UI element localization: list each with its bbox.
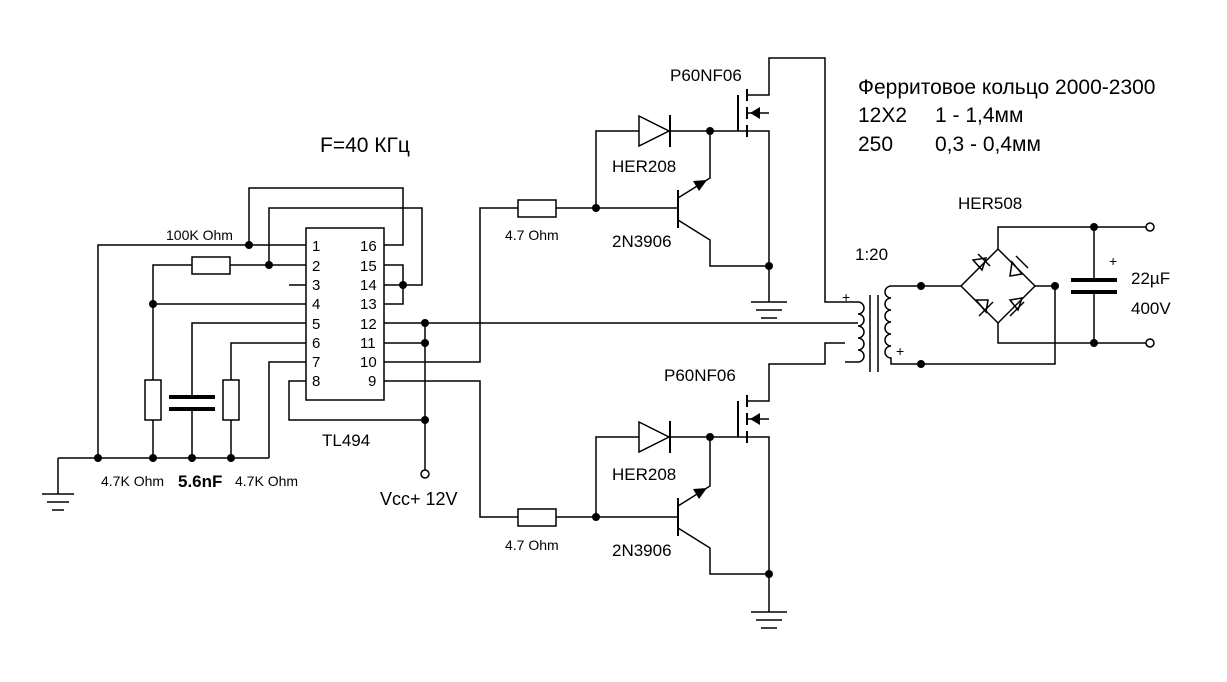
transformer: 1:20 + +: [824, 245, 921, 372]
ground-symbol-bottom: [751, 611, 787, 629]
output-terminal-positive: [1145, 222, 1155, 232]
capacitor-value-label: 22µF: [1131, 269, 1170, 288]
ic-pin-8: 8: [312, 373, 320, 390]
mosfet-p60nf06-top-label: P60NF06: [670, 66, 742, 85]
ic-pin-12: 12: [360, 316, 377, 333]
pnp-2n3906-bottom: [677, 437, 769, 575]
diode-her208-bottom: [638, 420, 671, 454]
winding-notes: Ферритовое кольцо 2000-2300 12Х2 1 - 1,4…: [858, 76, 1155, 156]
vcc-label: Vcc+ 12V: [380, 489, 458, 509]
pnp-2n3906-top: [677, 131, 769, 267]
resistor-gate-top-label: 4.7 Ohm: [505, 227, 559, 243]
lower-driver-stage: 4.7 Ohm HER208 2N3906 P60NF: [505, 342, 845, 629]
ic-pin-1: 1: [312, 238, 320, 255]
ic-pin-numbers-left: 1 2 3 4 5 6 7 8: [312, 238, 320, 390]
ic-pin-15: 15: [360, 258, 377, 275]
secondary-wire-note: 0,3 - 0,4мм: [935, 133, 1041, 156]
ground-symbol-left: [42, 493, 74, 511]
ic-pin-numbers-right: 16 15 14 13 12 11 10 9: [360, 238, 377, 390]
core-note: Ферритовое кольцо 2000-2300: [858, 76, 1155, 99]
ic-pin-11: 11: [360, 335, 376, 352]
secondary-turns-note: 250: [858, 133, 893, 156]
resistor-gate-bottom-label: 4.7 Ohm: [505, 537, 559, 553]
ic-left-network: 100K Ohm 4.7K Ohm 5.6nF 4.7K Ohm: [42, 187, 425, 511]
vcc-terminal: [420, 469, 430, 479]
bridge-diodes: [971, 253, 1029, 317]
primary-turns-note: 12Х2: [858, 104, 907, 127]
ic-pin-13: 13: [360, 296, 377, 313]
bridge-label: HER508: [958, 194, 1022, 213]
ic-pin-7: 7: [312, 354, 320, 371]
diode-her208-top-label: HER208: [612, 157, 676, 176]
resistor-4k7-left: [144, 379, 162, 421]
mosfet-p60nf06-top: [737, 57, 826, 302]
capacitor-voltage-label: 400V: [1131, 299, 1171, 318]
ic-name-label: TL494: [322, 431, 370, 450]
ground-symbol-top: [751, 301, 787, 319]
ic-pin-10: 10: [360, 354, 377, 371]
ic-pin-6: 6: [312, 335, 320, 352]
mosfet-p60nf06-bottom: [737, 342, 845, 612]
mosfet-p60nf06-bottom-label: P60NF06: [664, 366, 736, 385]
ic-pin-4: 4: [312, 296, 320, 313]
resistor-gate-bottom: [517, 508, 557, 527]
primary-wire-note: 1 - 1,4мм: [935, 104, 1023, 127]
resistor-4k7-right: [222, 379, 240, 421]
ic-pin-16: 16: [360, 238, 377, 255]
ic-pin-14: 14: [360, 277, 377, 294]
ic-pin-2: 2: [312, 258, 320, 275]
ic-pin-9: 9: [368, 373, 376, 390]
resistor-4k7-right-label: 4.7K Ohm: [235, 473, 298, 489]
output-capacitor: +: [1071, 223, 1117, 347]
ic-right-network: Vcc+ 12V: [380, 207, 858, 518]
output-terminal-negative: [1145, 338, 1155, 348]
frequency-label: F=40 КГц: [320, 134, 410, 157]
ic-pin-3: 3: [312, 277, 320, 294]
resistor-gate-top: [517, 199, 557, 218]
tl494-ic: 1 2 3 4 5 6 7 8 16 15 14 13 12 11 10 9 T…: [305, 227, 385, 450]
capacitor-5n6-label: 5.6nF: [178, 472, 222, 491]
secondary-polarity-mark: +: [896, 343, 904, 359]
diode-her208-top: [638, 114, 671, 148]
bridge-rectifier: HER508 + 22µF 400V: [917, 194, 1171, 368]
resistor-100k: [191, 256, 231, 275]
ic-pin-5: 5: [312, 316, 320, 333]
diode-her208-bottom-label: HER208: [612, 465, 676, 484]
capacitor-polarity-mark: +: [1109, 253, 1117, 269]
capacitor-5n6: [169, 395, 215, 458]
upper-driver-stage: 4.7 Ohm HER208 2N3906: [505, 57, 826, 319]
resistor-100k-label: 100K Ohm: [166, 227, 233, 243]
resistor-4k7-left-label: 4.7K Ohm: [101, 473, 164, 489]
pnp-2n3906-top-label: 2N3906: [612, 232, 672, 251]
pnp-2n3906-bottom-label: 2N3906: [612, 541, 672, 560]
primary-polarity-mark: +: [842, 289, 850, 305]
transformer-ratio-label: 1:20: [855, 245, 888, 264]
